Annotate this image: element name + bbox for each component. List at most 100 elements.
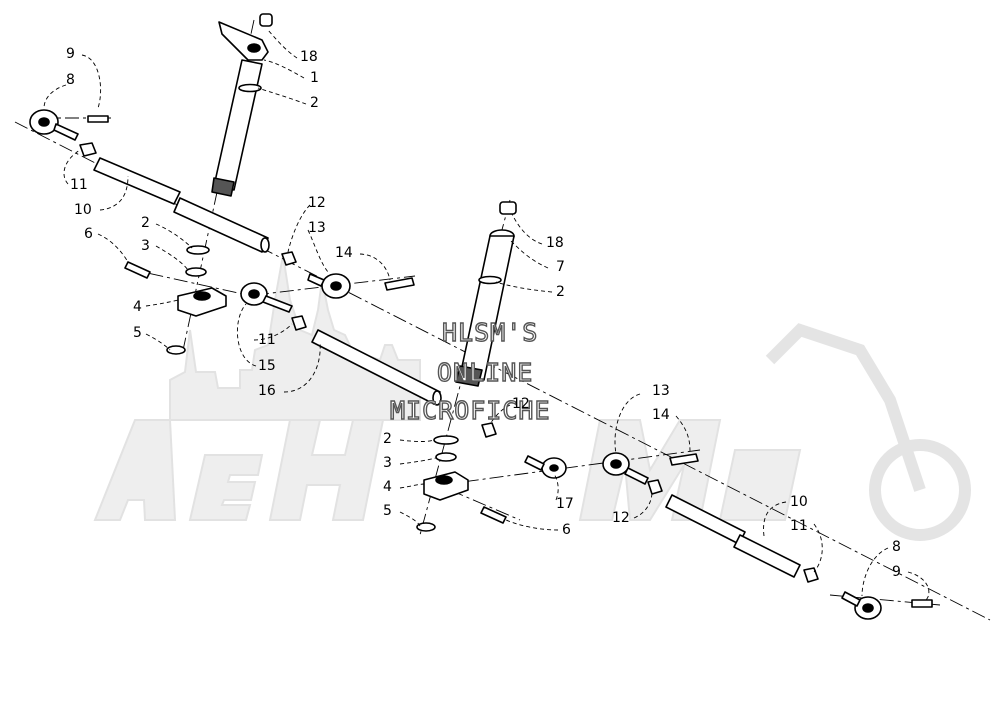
column-shaft-right — [459, 235, 515, 381]
callout-2-lower: 2 — [383, 431, 392, 447]
leader-lines — [43, 29, 930, 601]
leader-13-left — [307, 229, 329, 273]
tie-rod-tube-upper — [93, 157, 181, 205]
nut-12-right — [647, 479, 663, 495]
callout-17: 17 — [556, 496, 574, 512]
column-ring-right — [478, 275, 502, 285]
callout-3-left: 3 — [141, 238, 150, 254]
callout-7: 7 — [556, 259, 565, 275]
leader-3-left — [155, 245, 189, 271]
callout-11-left: 11 — [70, 177, 88, 193]
rod-end-17-stem — [524, 455, 545, 471]
callout-11-right: 11 — [790, 518, 808, 534]
leader-14-left — [359, 253, 391, 281]
leader-5-right — [399, 511, 421, 527]
callout-10-left: 10 — [74, 202, 92, 218]
bolt-9-left — [87, 115, 109, 123]
column-ring-left — [238, 83, 262, 93]
watermark-letter-m — [578, 419, 722, 521]
callout-13-lower: 13 — [652, 383, 670, 399]
washer-5-left — [166, 345, 186, 355]
steering-arm-left — [218, 21, 269, 61]
leader-6-left — [97, 233, 129, 263]
tie-rod-tube-upper-b — [173, 197, 269, 253]
leader-8-left — [43, 84, 67, 109]
bolt-6-right — [480, 506, 507, 524]
rod-end-15-stem — [262, 295, 293, 313]
leader-6-right — [505, 519, 559, 531]
leader-2-left — [257, 87, 307, 105]
rod-end-13-right-hole — [610, 459, 622, 469]
rod-end-13-right-stem — [624, 467, 649, 485]
callout-14-lower: 14 — [652, 407, 670, 423]
pivot-block-4-right — [423, 471, 469, 501]
leader-2d — [399, 439, 435, 442]
tube-end — [260, 237, 270, 253]
tie-rod-tube-lower-b — [733, 534, 801, 578]
arm-hole — [247, 43, 261, 53]
rod-end-15-hole — [248, 289, 260, 299]
rod-end-right-hole — [862, 603, 874, 613]
leader-18-left — [267, 29, 298, 59]
leader-14-right — [675, 415, 691, 453]
pivot-block-left-hole — [193, 291, 211, 301]
callout-12-lower: 12 — [612, 510, 630, 526]
callout-11-center: 11 — [258, 332, 276, 348]
washer-3-left — [185, 267, 207, 277]
leader-4-right — [399, 483, 425, 489]
nut-12-left — [281, 251, 297, 266]
leader-3-right — [399, 457, 437, 465]
leader-5-left — [145, 333, 171, 351]
column-spline-right — [455, 365, 483, 387]
leader-7 — [509, 239, 549, 269]
leader-10-left — [99, 175, 129, 211]
nut-11-center — [291, 315, 307, 331]
callout-14-upper: 14 — [335, 245, 353, 261]
callout-5-lower: 5 — [383, 503, 392, 519]
callout-18-right: 18 — [546, 235, 564, 251]
leader-11-left — [63, 149, 81, 185]
callout-8-top-left: 8 — [66, 72, 75, 88]
leader-12-left — [287, 204, 311, 253]
rod-end-right-stem — [841, 591, 861, 607]
callout-2-right: 2 — [556, 284, 565, 300]
watermark-frame — [765, 323, 926, 492]
bolt-14-left — [384, 277, 415, 291]
leader-18-right — [511, 213, 543, 245]
column-spline-left — [211, 177, 235, 197]
leader-10-right — [763, 501, 787, 537]
leader-17 — [553, 473, 559, 501]
plug-18-left — [259, 13, 273, 27]
rod-end-left-stem — [53, 123, 79, 141]
rod-end-17-hole — [549, 464, 559, 472]
tube-end-center — [432, 390, 442, 406]
callout-8-right: 8 — [892, 539, 901, 555]
watermark-skyline — [169, 254, 421, 421]
pivot-block-right-hole — [435, 475, 453, 485]
callout-10-right: 10 — [790, 494, 808, 510]
callout-2-left: 2 — [141, 215, 150, 231]
watermark-line-1: HLSM'S — [441, 318, 539, 347]
leader-15 — [236, 303, 257, 367]
leader-9-right — [907, 571, 930, 601]
right-link-axis — [439, 449, 701, 486]
nut-12-center — [481, 422, 497, 438]
rod-end-13-left-hole — [330, 281, 342, 291]
washer-2-left — [186, 245, 210, 255]
callout-4-left: 4 — [133, 299, 142, 315]
watermark-letter-a — [93, 419, 177, 521]
nut-11-left — [79, 142, 97, 157]
callout-12-upper: 12 — [308, 195, 326, 211]
washer-3-right — [435, 452, 457, 462]
leader-8-right — [861, 547, 889, 597]
bolt-14-right — [669, 453, 699, 466]
callout-12-center: 12 — [512, 396, 530, 412]
watermark-line-3: MICROFICHE — [389, 396, 551, 425]
washer-2-right — [433, 435, 459, 445]
leader-12-right — [633, 491, 653, 519]
callout-3-lower: 3 — [383, 455, 392, 471]
plug-18-right — [499, 201, 517, 215]
column-shaft-left — [213, 59, 263, 191]
